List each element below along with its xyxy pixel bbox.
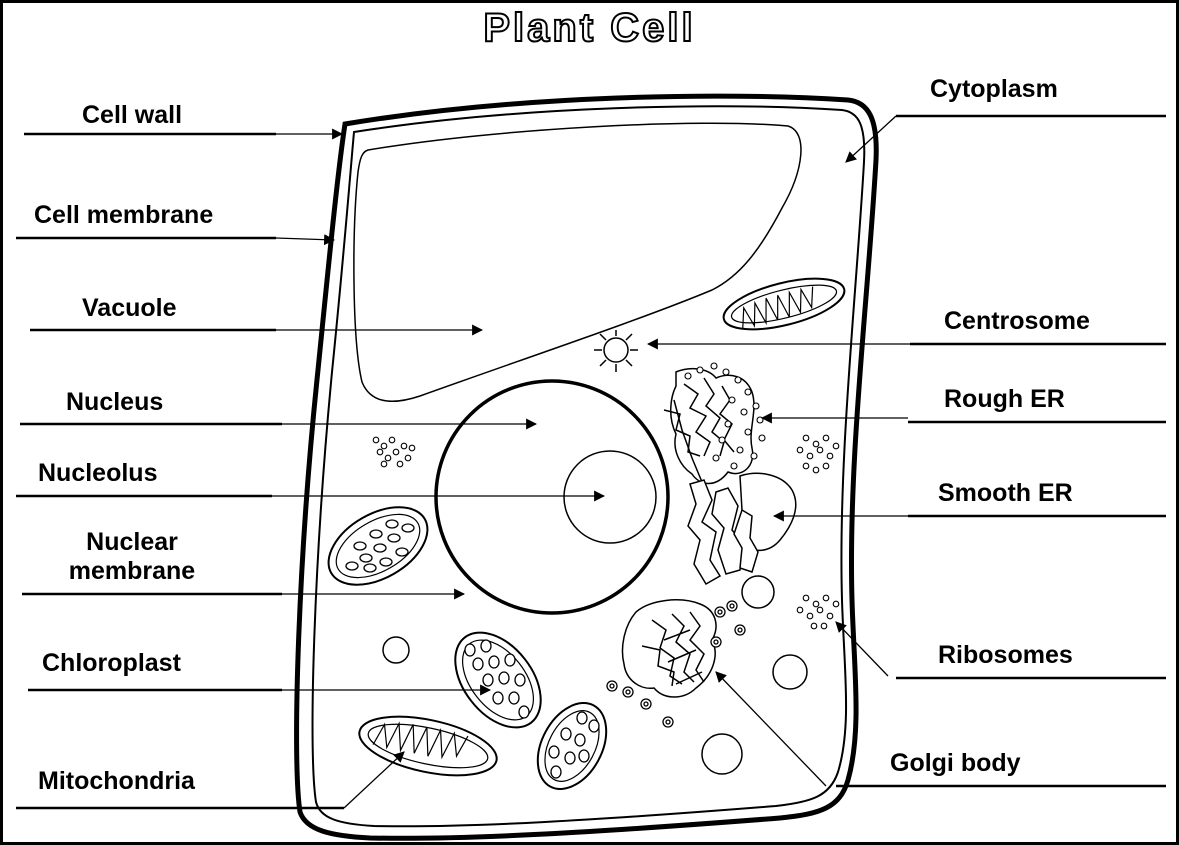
label-nucleolus: Nucleolus [38,460,157,486]
label-vacuole: Vacuole [82,295,177,321]
label-nuclear-membrane-line2: membrane [42,558,222,584]
nucleolus-shape [564,451,656,543]
label-chloroplast: Chloroplast [42,650,181,676]
arrow-cell-membrane [276,238,334,240]
label-cell-wall: Cell wall [82,102,182,128]
label-centrosome: Centrosome [944,308,1090,334]
label-ribosomes: Ribosomes [938,642,1073,668]
label-cytoplasm: Cytoplasm [930,76,1058,102]
diagram-title: Plant Cell [0,6,1179,50]
label-smooth-er: Smooth ER [938,480,1073,506]
label-nuclear-membrane-line1: Nuclear [42,529,222,555]
label-cell-membrane: Cell membrane [34,202,213,228]
label-rough-er: Rough ER [944,386,1065,412]
label-nucleus: Nucleus [66,389,163,415]
label-golgi-body: Golgi body [890,750,1021,776]
label-mitochondria: Mitochondria [38,768,195,794]
